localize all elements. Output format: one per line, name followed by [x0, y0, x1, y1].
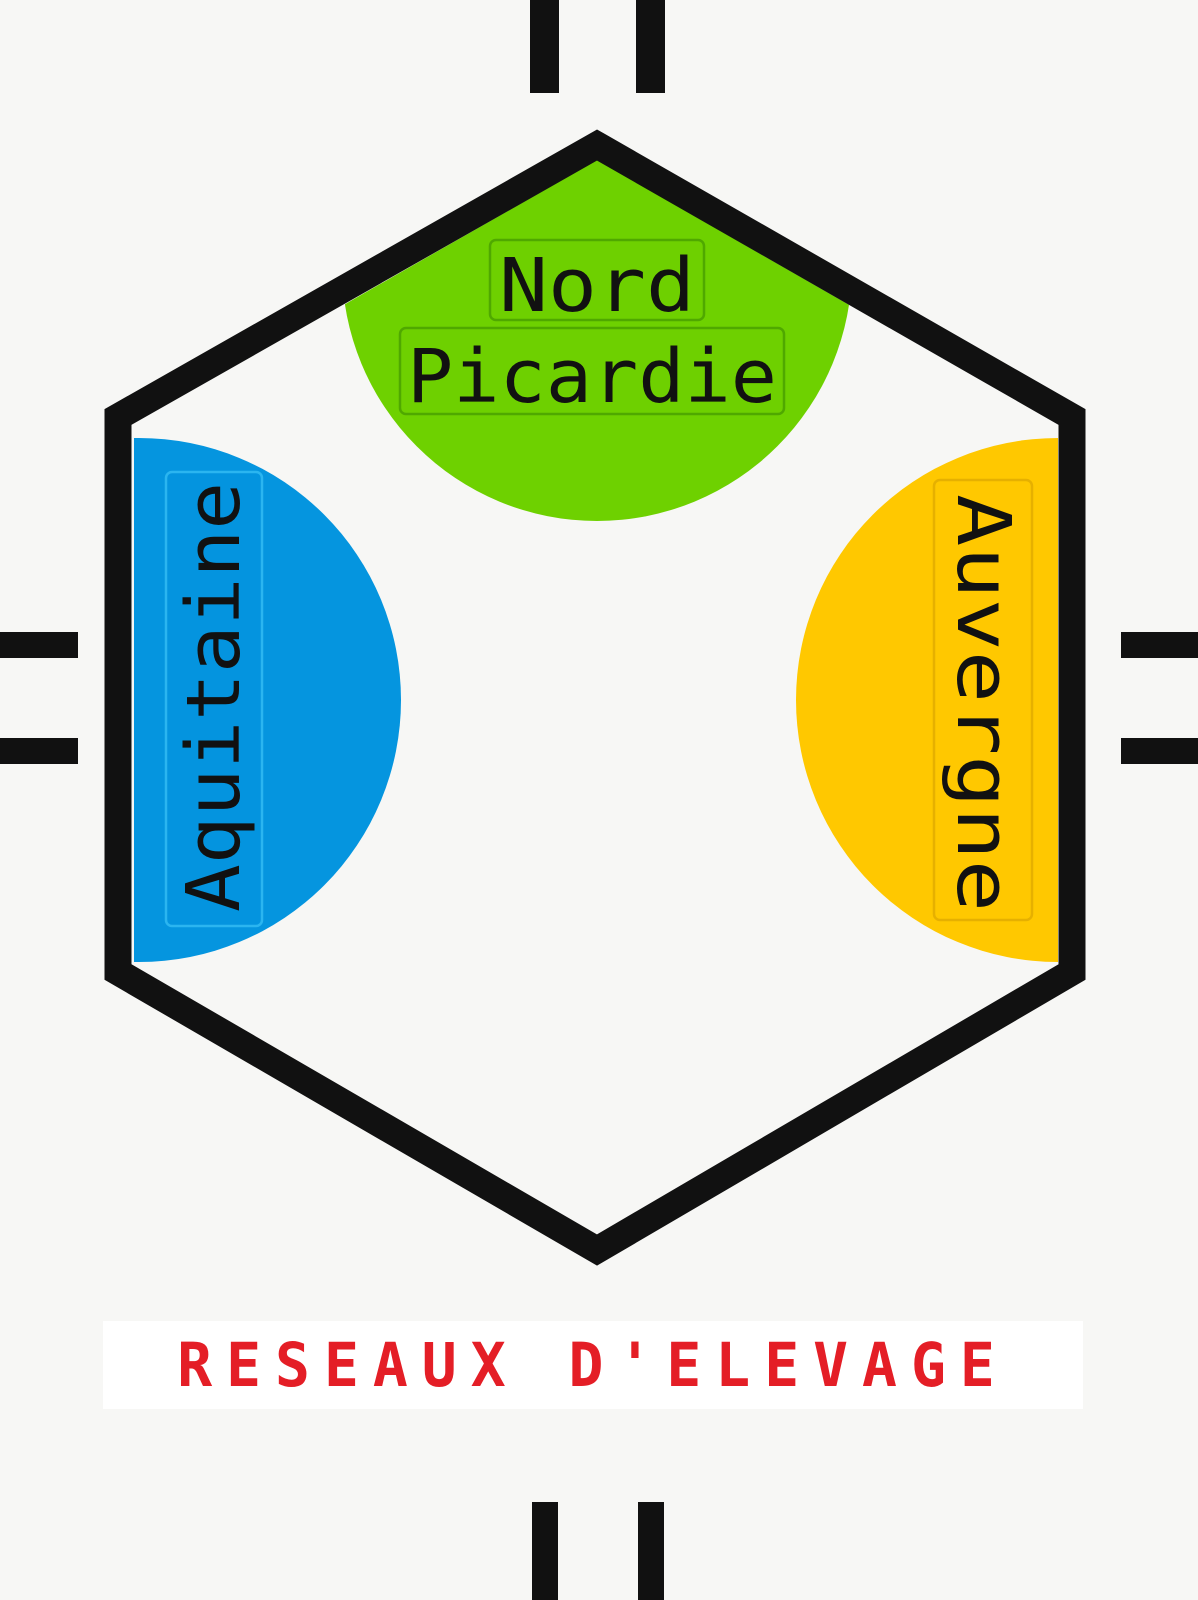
- registration-mark-right-lower: [1121, 738, 1198, 764]
- label-box-nord: [488, 238, 706, 322]
- hexagon-frame: [104, 129, 1086, 1266]
- registration-mark-left-upper: [0, 632, 78, 658]
- label-box-auvergne: [932, 478, 1034, 922]
- registration-mark-bottom-right: [638, 1502, 664, 1600]
- registration-mark-top-right: [636, 0, 665, 93]
- region-label-aquitaine: Aquitaine: [171, 482, 257, 912]
- region-label-nord: Nord: [499, 243, 695, 329]
- label-box-picardie: [398, 326, 786, 416]
- label-box-aquitaine: [164, 470, 264, 928]
- registration-mark-bottom-left: [532, 1502, 558, 1600]
- registration-mark-right-upper: [1121, 632, 1198, 658]
- region-circle-north: [342, 160, 852, 521]
- registration-mark-top-left: [530, 0, 559, 93]
- region-label-picardie: Picardie: [407, 334, 777, 420]
- registration-mark-left-lower: [0, 738, 78, 764]
- region-circle-east: [796, 438, 1058, 962]
- region-circle-west: [134, 438, 401, 962]
- region-label-auvergne: Auvergne: [940, 494, 1026, 912]
- title-strip: RESEAUX D'ELEVAGE: [103, 1321, 1083, 1409]
- poster-title: RESEAUX D'ELEVAGE: [177, 1329, 1009, 1401]
